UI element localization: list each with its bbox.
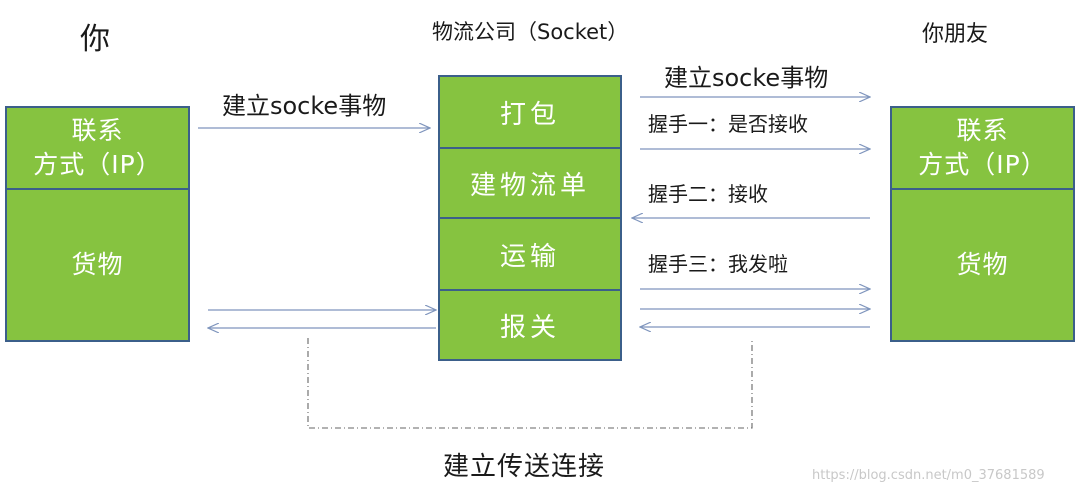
right-goods-label: 货物 — [956, 250, 1009, 279]
bottom-label: 建立传送连接 — [443, 452, 606, 482]
right-contact-line2: 方式（IP） — [918, 150, 1047, 179]
handshake-1-label: 握手一：是否接收 — [648, 112, 808, 136]
right-top-label: 建立socke事物 — [664, 64, 829, 92]
right-contact-box: 联系 方式（IP） — [890, 106, 1075, 190]
left-contact-line2: 方式（IP） — [33, 150, 162, 179]
dashed-connection-bracket — [307, 338, 753, 429]
step-label-customs: 报关 — [499, 312, 560, 343]
middle-title: 物流公司（Socket） — [432, 20, 629, 44]
right-goods-box: 货物 — [890, 188, 1075, 342]
left-goods-box: 货物 — [5, 188, 190, 342]
step-label-transport: 运输 — [499, 241, 560, 272]
handshake-3-label: 握手三：我发啦 — [648, 252, 788, 276]
left-contact-line1: 联系 — [71, 116, 124, 145]
step-box-customs: 报关 — [438, 289, 622, 361]
left-goods-label: 货物 — [71, 250, 124, 279]
left-arrow-label: 建立socke事物 — [222, 92, 387, 120]
step-label-pack: 打包 — [499, 99, 560, 130]
right-title: 你朋友 — [922, 22, 989, 47]
step-label-waybill: 建物流单 — [469, 170, 590, 201]
handshake-2-label: 握手二：接收 — [648, 182, 768, 206]
watermark: https://blog.csdn.net/m0_37681589 — [812, 468, 1045, 483]
right-contact-line1: 联系 — [956, 116, 1009, 145]
left-title: 你 — [80, 22, 110, 57]
left-contact-box: 联系 方式（IP） — [5, 106, 190, 190]
